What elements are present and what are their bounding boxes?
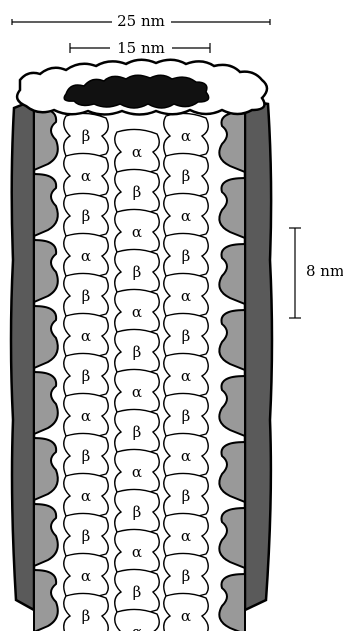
alpha-tubulin-label: α xyxy=(132,303,142,321)
beta-tubulin-label: β xyxy=(133,183,142,201)
beta-tubulin-label: β xyxy=(82,527,91,545)
microtubule-cross-section xyxy=(17,60,267,115)
beta-tubulin-label: β xyxy=(182,167,191,185)
grey-subunit xyxy=(34,504,58,566)
grey-subunit xyxy=(34,240,58,302)
beta-tubulin-label: β xyxy=(133,423,142,441)
grey-subunit xyxy=(219,376,245,436)
alpha-tubulin-label: α xyxy=(181,447,191,465)
alpha-tubulin-label: α xyxy=(132,223,142,241)
grey-subunit xyxy=(34,174,58,236)
grey-subunit xyxy=(34,306,58,368)
beta-tubulin-label: β xyxy=(182,567,191,585)
beta-tubulin-label: β xyxy=(182,327,191,345)
beta-tubulin-label: β xyxy=(82,287,91,305)
outer-diameter-label: 25 nm xyxy=(117,12,165,30)
grey-subunit xyxy=(34,108,58,170)
grey-subunit xyxy=(219,574,245,631)
left-inner-protofilament xyxy=(34,108,58,631)
beta-tubulin-label: β xyxy=(133,503,142,521)
beta-tubulin-label: β xyxy=(182,487,191,505)
inner-diameter-label: 15 nm xyxy=(117,39,165,57)
alpha-tubulin-label: α xyxy=(81,487,91,505)
beta-tubulin-label: β xyxy=(133,343,142,361)
right-outer-protofilament xyxy=(245,100,272,610)
alpha-tubulin-label: α xyxy=(132,623,142,631)
grey-subunit xyxy=(34,570,58,631)
grey-subunit xyxy=(219,442,245,502)
alpha-tubulin-label: α xyxy=(132,143,142,161)
alpha-tubulin-label: α xyxy=(132,463,142,481)
alpha-tubulin-label: α xyxy=(181,127,191,145)
grey-subunit xyxy=(34,372,58,434)
grey-subunit xyxy=(219,178,245,238)
alpha-tubulin-label: α xyxy=(181,367,191,385)
beta-tubulin-label: β xyxy=(182,247,191,265)
dimer-length-dimension xyxy=(289,228,301,318)
alpha-tubulin-label: α xyxy=(81,327,91,345)
alpha-tubulin-label: α xyxy=(81,247,91,265)
beta-tubulin-label: β xyxy=(82,367,91,385)
alpha-tubulin-label: α xyxy=(181,287,191,305)
right-inner-protofilament xyxy=(219,112,245,631)
alpha-tubulin-label: α xyxy=(81,567,91,585)
beta-tubulin-label: β xyxy=(82,607,91,625)
alpha-tubulin-label: α xyxy=(81,167,91,185)
left-outer-protofilament xyxy=(11,100,34,610)
alpha-tubulin-label: α xyxy=(181,527,191,545)
beta-tubulin-label: β xyxy=(182,407,191,425)
microtubule-wall: β α β α β α β α β α β α β α β α β α β α β α β α β α α β α β α β α β α β α β α xyxy=(11,100,272,631)
beta-tubulin-label: β xyxy=(133,583,142,601)
alpha-tubulin-label: α xyxy=(132,543,142,561)
grey-subunit xyxy=(34,438,58,500)
grey-subunit xyxy=(219,112,245,172)
grey-subunit xyxy=(219,508,245,568)
beta-tubulin-label: β xyxy=(82,207,91,225)
grey-subunit xyxy=(219,310,245,370)
alpha-tubulin-label: α xyxy=(132,383,142,401)
dimer-length-label: 8 nm xyxy=(306,262,343,280)
front-protofilaments: β α β α β α β α β α β α β α β α β α β α β α β α β α α β α β α β α β α β α β α xyxy=(64,113,209,631)
alpha-tubulin-label: α xyxy=(181,607,191,625)
grey-subunit xyxy=(219,244,245,304)
beta-tubulin-label: β xyxy=(133,263,142,281)
beta-tubulin-label: β xyxy=(82,127,91,145)
alpha-tubulin-label: α xyxy=(81,407,91,425)
beta-tubulin-label: β xyxy=(82,447,91,465)
alpha-tubulin-label: α xyxy=(181,207,191,225)
